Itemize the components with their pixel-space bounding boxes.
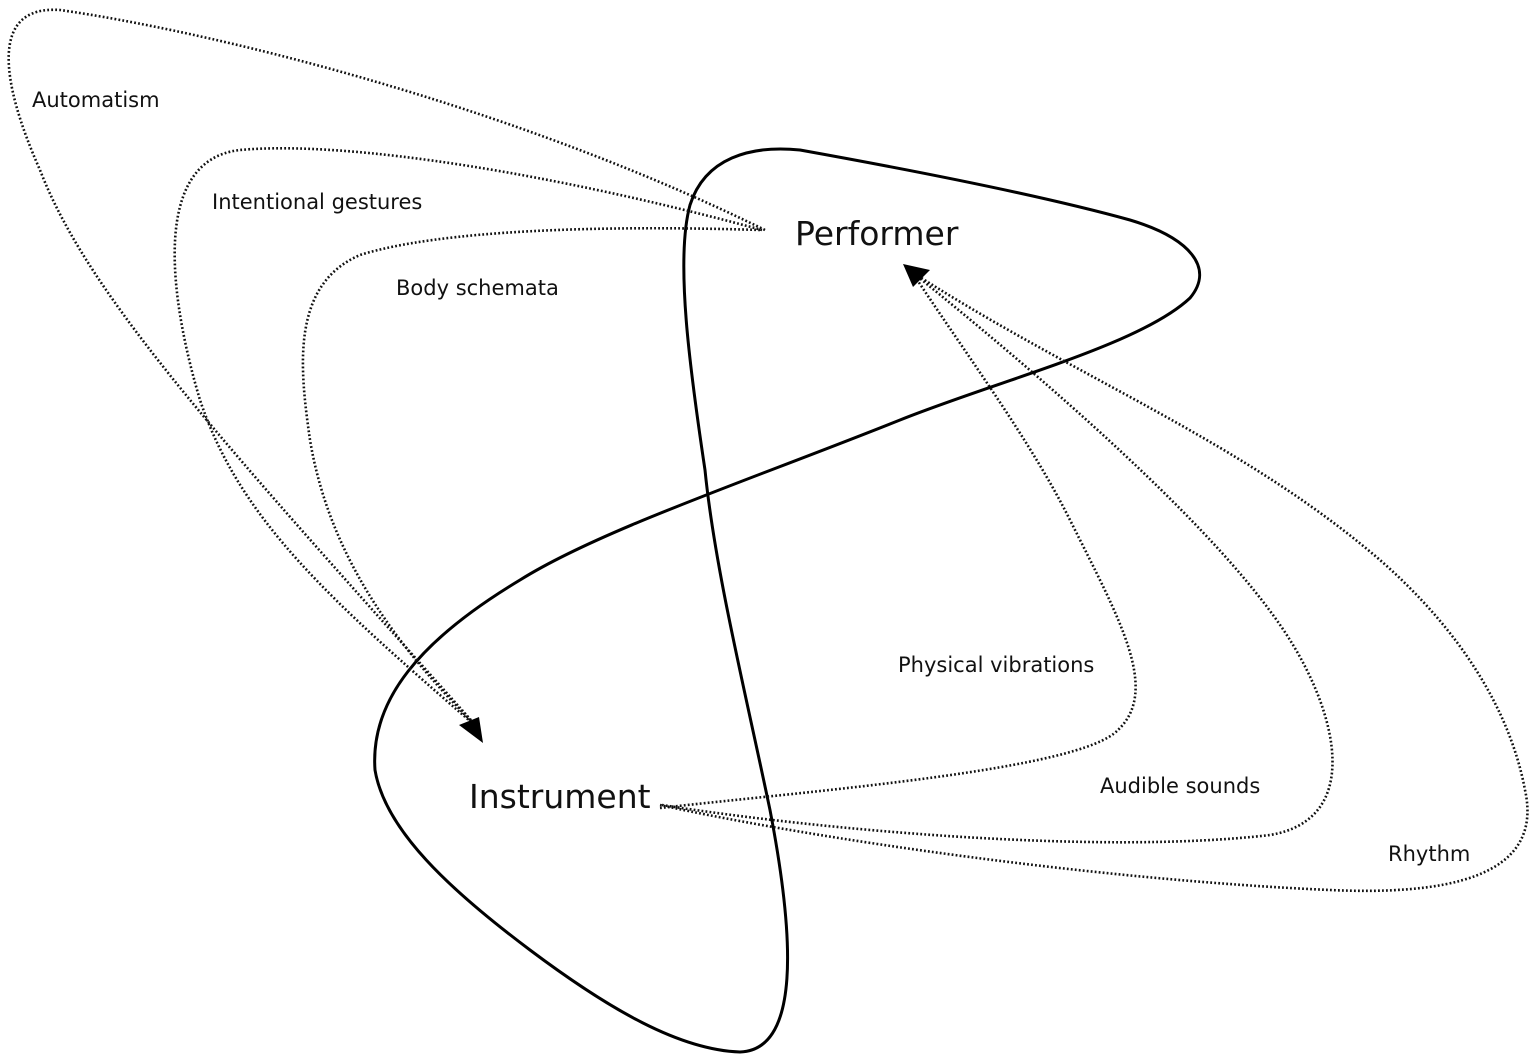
performer-label: Performer (795, 214, 959, 253)
figure-eight-loop (373, 147, 1202, 1054)
body-schemata-label: Body schemata (396, 276, 559, 300)
physical-vibrations-label: Physical vibrations (898, 653, 1094, 677)
automatism-label: Automatism (32, 88, 160, 112)
rhythm-arrow (659, 270, 1529, 893)
instrument-label: Instrument (469, 777, 651, 816)
intentional-gestures-arrow (173, 147, 763, 729)
physical-vibrations-arrow (659, 271, 1137, 810)
automatism-arrow (7, 8, 766, 729)
performer-arrowhead (903, 264, 930, 287)
audible-sounds-label: Audible sounds (1100, 774, 1260, 798)
instrument-arrowhead (459, 717, 483, 743)
audible-sounds-arrow (661, 270, 1334, 844)
rhythm-label: Rhythm (1388, 842, 1470, 866)
intentional-gestures-label: Intentional gestures (212, 190, 422, 214)
body-schemata-arrow (301, 226, 761, 729)
